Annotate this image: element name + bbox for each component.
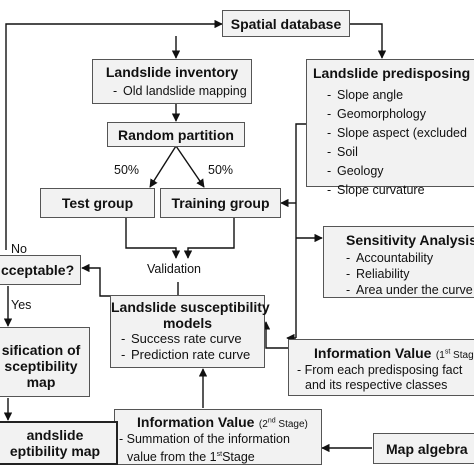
- landslide-inventory-list: Old landslide mapping: [113, 82, 247, 101]
- classification-line-3: map: [26, 374, 56, 390]
- sensitivity-list: Accountability Reliability Area under th…: [346, 250, 473, 298]
- list-item: Accountability: [346, 250, 473, 266]
- final-map-line-2: eptibility map: [9, 443, 101, 459]
- models-title-line-1: Landslide susceptibility: [111, 299, 270, 315]
- training-group-title: Training group: [171, 195, 270, 211]
- landslide-inventory-box: Landslide inventory Old landslide mappin…: [92, 59, 252, 104]
- spatial-database-title: Spatial database: [230, 16, 342, 32]
- acceptable-question: cceptable?: [1, 262, 75, 278]
- classification-box: sification of sceptibility map: [0, 327, 90, 397]
- list-item: Success rate curve: [121, 331, 250, 347]
- info-value-2-stage: (2nd Stage): [258, 417, 308, 430]
- models-title-line-2: models: [162, 315, 212, 331]
- classification-line-2: sceptibility: [4, 358, 78, 374]
- no-label: No: [11, 242, 27, 256]
- list-item: Old landslide mapping: [113, 82, 247, 101]
- list-item: Prediction rate curve: [121, 347, 250, 363]
- split-right-label: 50%: [208, 163, 234, 177]
- split-left-label: 50%: [114, 163, 140, 177]
- predisposing-list: Slope angle Geomorphology Slope aspect (…: [327, 86, 467, 200]
- spatial-database-box: Spatial database: [222, 10, 350, 37]
- list-item: Slope aspect (excluded: [327, 124, 467, 143]
- list-item: Reliability: [346, 266, 473, 282]
- list-item: Slope curvature: [327, 181, 467, 200]
- classification-line-1: sification of: [1, 342, 81, 358]
- info-value-1-line-2: and its respective classes: [305, 378, 448, 392]
- final-map-line-1: andslide: [26, 427, 84, 443]
- list-item: Geomorphology: [327, 105, 467, 124]
- random-partition-title: Random partition: [118, 127, 234, 143]
- map-algebra-box: Map algebra: [373, 433, 474, 464]
- predisposing-box: Landslide predisposing Slope angle Geomo…: [306, 59, 474, 200]
- yes-label: Yes: [11, 298, 32, 312]
- info-value-1-title: Information Value: [314, 345, 432, 361]
- info-value-1-line-1: - From each predisposing fact: [297, 363, 463, 377]
- info-value-2-box: Information Value (2nd Stage) - Summatio…: [114, 409, 322, 465]
- validation-label: Validation: [147, 262, 201, 276]
- training-group-box: Training group: [160, 188, 281, 218]
- sensitivity-title: Sensitivity Analysis: [346, 232, 474, 248]
- predisposing-title: Landslide predisposing: [313, 65, 471, 81]
- info-value-2-title: Information Value: [137, 414, 255, 430]
- models-list: Success rate curve Prediction rate curve: [121, 331, 250, 363]
- list-item: Slope angle: [327, 86, 467, 105]
- map-algebra-title: Map algebra: [386, 441, 468, 457]
- list-item: Area under the curve: [346, 282, 473, 298]
- info-value-2-line-1: - Summation of the information: [119, 432, 290, 446]
- info-value-1-stage: (1st Stage: [435, 348, 474, 361]
- info-value-2-heading: Information Value (2nd Stage): [137, 414, 308, 432]
- random-partition-box: Random partition: [107, 122, 245, 147]
- info-value-1-box: Information Value (1st Stage - From each…: [288, 339, 474, 396]
- test-group-title: Test group: [61, 195, 134, 211]
- susceptibility-models-box: Landslide susceptibility models Success …: [110, 295, 270, 368]
- info-value-2-line-2: value from the 1stStage: [127, 450, 255, 465]
- landslide-inventory-title: Landslide inventory: [105, 64, 239, 80]
- acceptable-box: cceptable?: [0, 255, 81, 285]
- info-value-1-heading: Information Value (1st Stage: [314, 345, 474, 363]
- sensitivity-box: Sensitivity Analysis Accountability Reli…: [323, 226, 474, 298]
- final-map-box: andslide eptibility map: [0, 421, 118, 465]
- list-item: Geology: [327, 162, 467, 181]
- list-item: Soil: [327, 143, 467, 162]
- test-group-box: Test group: [40, 188, 155, 218]
